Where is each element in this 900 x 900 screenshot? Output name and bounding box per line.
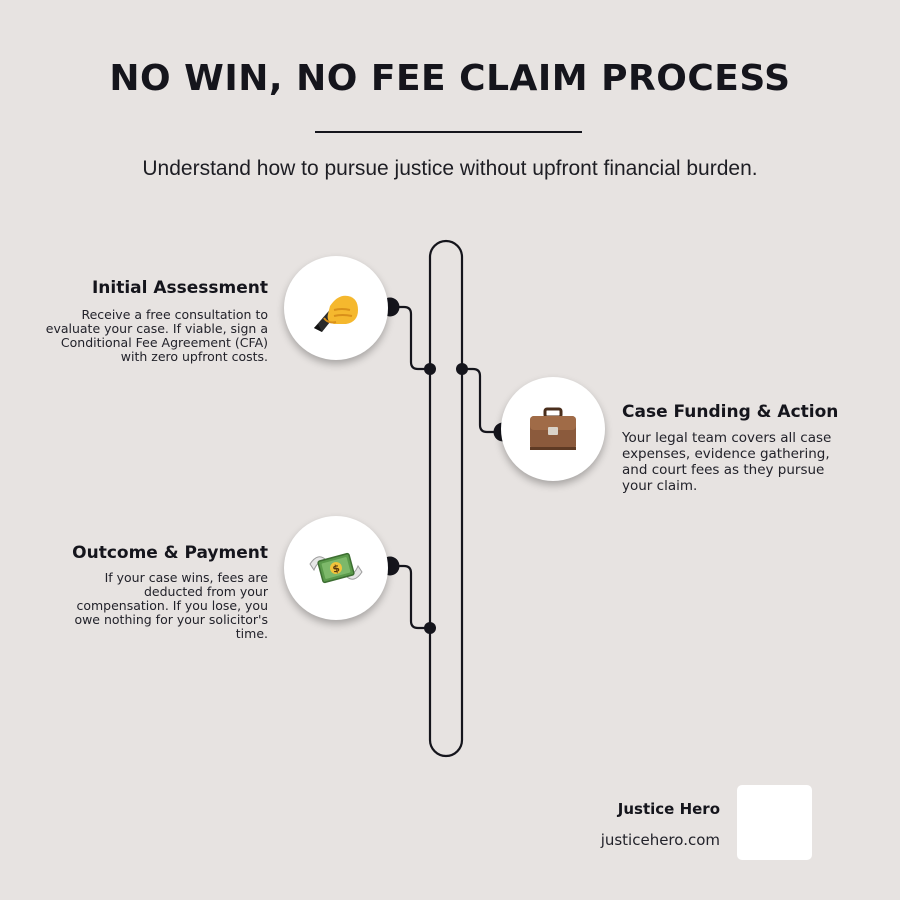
step-2-description: Your legal team covers all case expenses… — [622, 430, 832, 494]
step-2-title: Case Funding & Action — [622, 402, 839, 422]
step-3-icon-circle: $ — [284, 516, 388, 620]
svg-text:$: $ — [332, 563, 342, 575]
step-2-icon-circle — [501, 377, 605, 481]
connector-step-2 — [462, 367, 503, 434]
junction-dot-step-3 — [424, 622, 436, 634]
connector-step-3 — [390, 564, 430, 630]
title-divider — [315, 131, 582, 133]
step-1-description: Receive a free consultation to evaluate … — [45, 307, 268, 364]
step-1-title: Initial Assessment — [91, 278, 268, 298]
connector-step-1 — [390, 305, 430, 371]
step-3-description: If your case wins, fees are deducted fro… — [74, 570, 268, 641]
page-subtitle: Understand how to pursue justice without… — [142, 157, 758, 180]
timeline-track — [428, 239, 464, 758]
junction-dot-step-1 — [424, 363, 436, 375]
briefcase-icon — [530, 407, 576, 450]
writing-hand-icon — [314, 295, 358, 332]
money-with-wings-icon: $ — [309, 552, 363, 584]
brand-url[interactable]: justicehero.com — [600, 831, 720, 849]
step-1-icon-circle — [284, 256, 388, 360]
brand-logo — [737, 785, 812, 860]
step-3-title: Outcome & Payment — [72, 543, 268, 563]
page-title: NO WIN, NO FEE CLAIM PROCESS — [109, 58, 791, 99]
brand-name: Justice Hero — [617, 800, 720, 818]
junction-dot-step-2 — [456, 363, 468, 375]
